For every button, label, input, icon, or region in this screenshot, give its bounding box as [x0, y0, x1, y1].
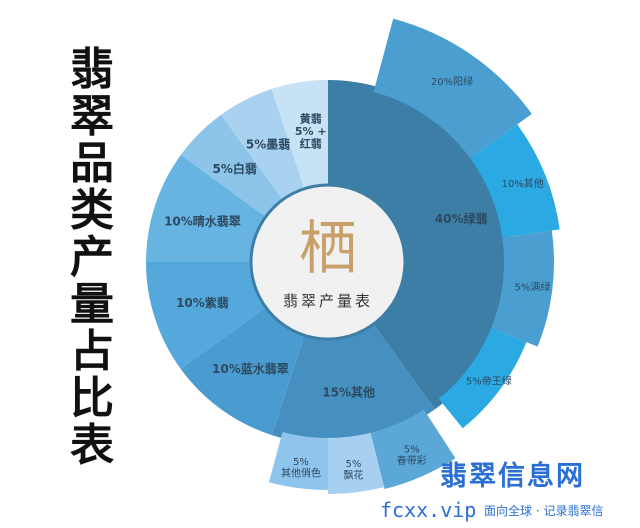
inner-slice-5 — [180, 114, 283, 217]
center-logo: 栖 — [299, 214, 357, 282]
inner-slice-2 — [180, 307, 305, 436]
outer-label-2: 5%满绿 — [515, 281, 551, 294]
outer-slice-2 — [491, 230, 554, 347]
outer-label-3: 5%帝王绿 — [466, 374, 512, 387]
watermark-slogan: 面向全球 · 记录翡翠信 — [484, 504, 604, 518]
outer-slice-3 — [438, 327, 527, 429]
inner-label-6: 5%墨翡 — [246, 137, 290, 152]
inner-label-4: 10%晴水翡翠 — [164, 213, 241, 228]
outer-slice-0 — [373, 18, 532, 159]
outer-ring — [268, 18, 560, 494]
outer-slice-5 — [328, 432, 385, 494]
center-circle — [249, 183, 407, 341]
outer-slice-6 — [268, 432, 328, 490]
outer-label-0: 20%阳绿 — [431, 75, 473, 88]
outer-slice-4 — [370, 409, 456, 490]
inner-slice-0 — [328, 80, 511, 410]
outer-label-4: 5%春带彩 — [397, 444, 427, 467]
inner-label-0: 40%绿翡 — [435, 211, 488, 226]
outer-label-5: 5%飘花 — [343, 459, 363, 482]
center-caption: 翡翠产量表 — [283, 292, 373, 310]
inner-slice-1 — [271, 324, 435, 444]
inner-label-5: 5%白翡 — [212, 161, 256, 176]
outer-label-1: 10%其他 — [502, 177, 544, 190]
outer-label-6: 5%其他俏色 — [281, 457, 321, 480]
chart-title: 翡翠品类产量占比表 — [70, 44, 114, 471]
watermark-domain: fcxx.vip — [380, 498, 477, 522]
inner-label-2: 10%蓝水翡翠 — [212, 361, 289, 376]
watermark-name: 翡翠信息网 — [440, 461, 585, 492]
inner-ring — [146, 80, 511, 444]
outer-slice-1 — [470, 124, 560, 238]
inner-slice-3 — [146, 262, 266, 369]
inner-slice-6 — [221, 88, 305, 200]
inner-slice-4 — [146, 155, 266, 262]
inner-label-3: 10%紫翡 — [176, 295, 229, 310]
inner-label-1: 15%其他 — [322, 385, 375, 400]
inner-slice-7 — [271, 80, 328, 189]
